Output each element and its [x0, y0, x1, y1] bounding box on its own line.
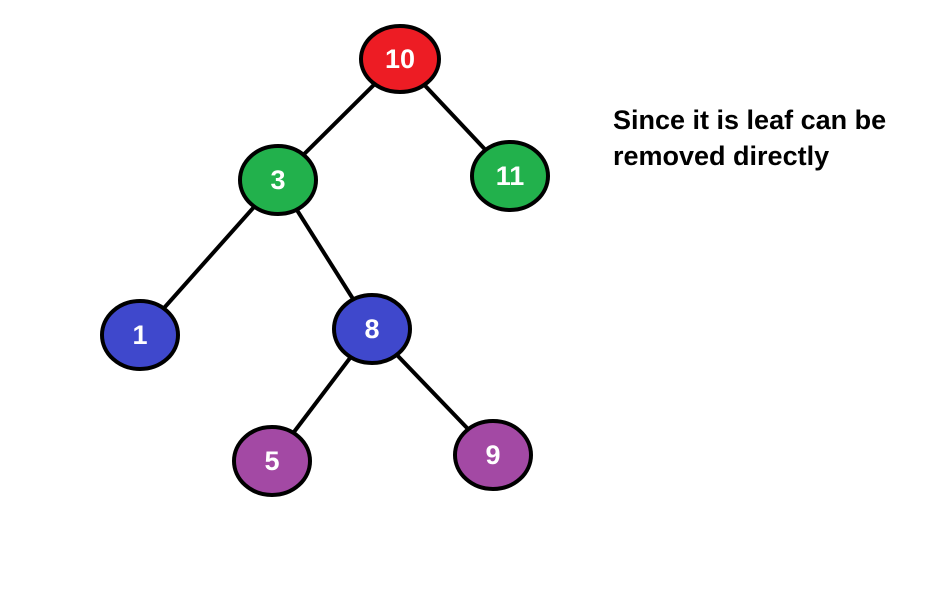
- node-circle-3: [238, 144, 318, 216]
- annotation-line-1: Since it is leaf can be: [613, 105, 887, 135]
- tree-edges: [138, 57, 512, 463]
- tree-node-5: 5: [232, 425, 312, 497]
- annotation-line-2: removed directly: [613, 141, 830, 171]
- node-label-9: 9: [485, 440, 500, 470]
- node-circle-8: [332, 293, 412, 365]
- node-circle-1: [100, 299, 180, 371]
- node-circle-5: [232, 425, 312, 497]
- node-label-3: 3: [270, 165, 285, 195]
- tree-node-3: 3: [238, 144, 318, 216]
- annotation-text: Since it is leaf can be removed directly: [613, 102, 943, 174]
- node-circle-9: [453, 419, 533, 491]
- tree-node-1: 1: [100, 299, 180, 371]
- node-label-5: 5: [264, 446, 279, 476]
- node-circle-10: [359, 24, 441, 94]
- node-circle-11: [470, 140, 550, 212]
- tree-node-9: 9: [453, 419, 533, 491]
- tree-node-10: 10: [359, 24, 441, 94]
- tree-node-11: 11: [470, 140, 550, 212]
- node-label-8: 8: [364, 314, 379, 344]
- node-label-10: 10: [385, 44, 415, 74]
- node-label-11: 11: [496, 161, 525, 191]
- node-label-1: 1: [132, 320, 147, 350]
- tree-node-8: 8: [332, 293, 412, 365]
